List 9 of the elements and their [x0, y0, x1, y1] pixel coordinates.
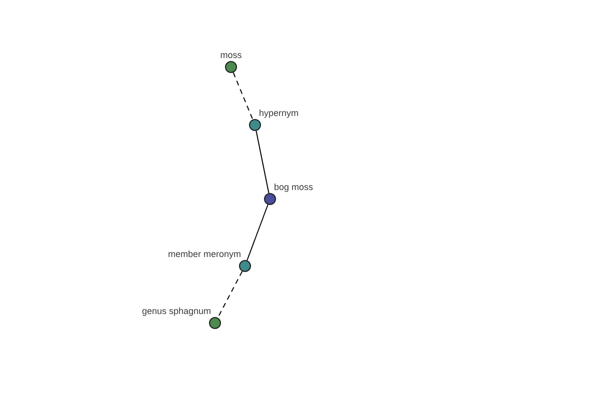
connector-line	[256, 130, 270, 194]
node-label: member meronym	[168, 249, 241, 260]
node-label: genus sphagnum	[142, 306, 211, 317]
node-label: bog moss	[274, 182, 314, 193]
dashed-connector	[217, 270, 243, 318]
node-label: hypernym	[259, 108, 299, 119]
node-label: moss	[220, 50, 242, 61]
connector-line	[246, 204, 268, 261]
dashed-connector	[232, 72, 254, 120]
